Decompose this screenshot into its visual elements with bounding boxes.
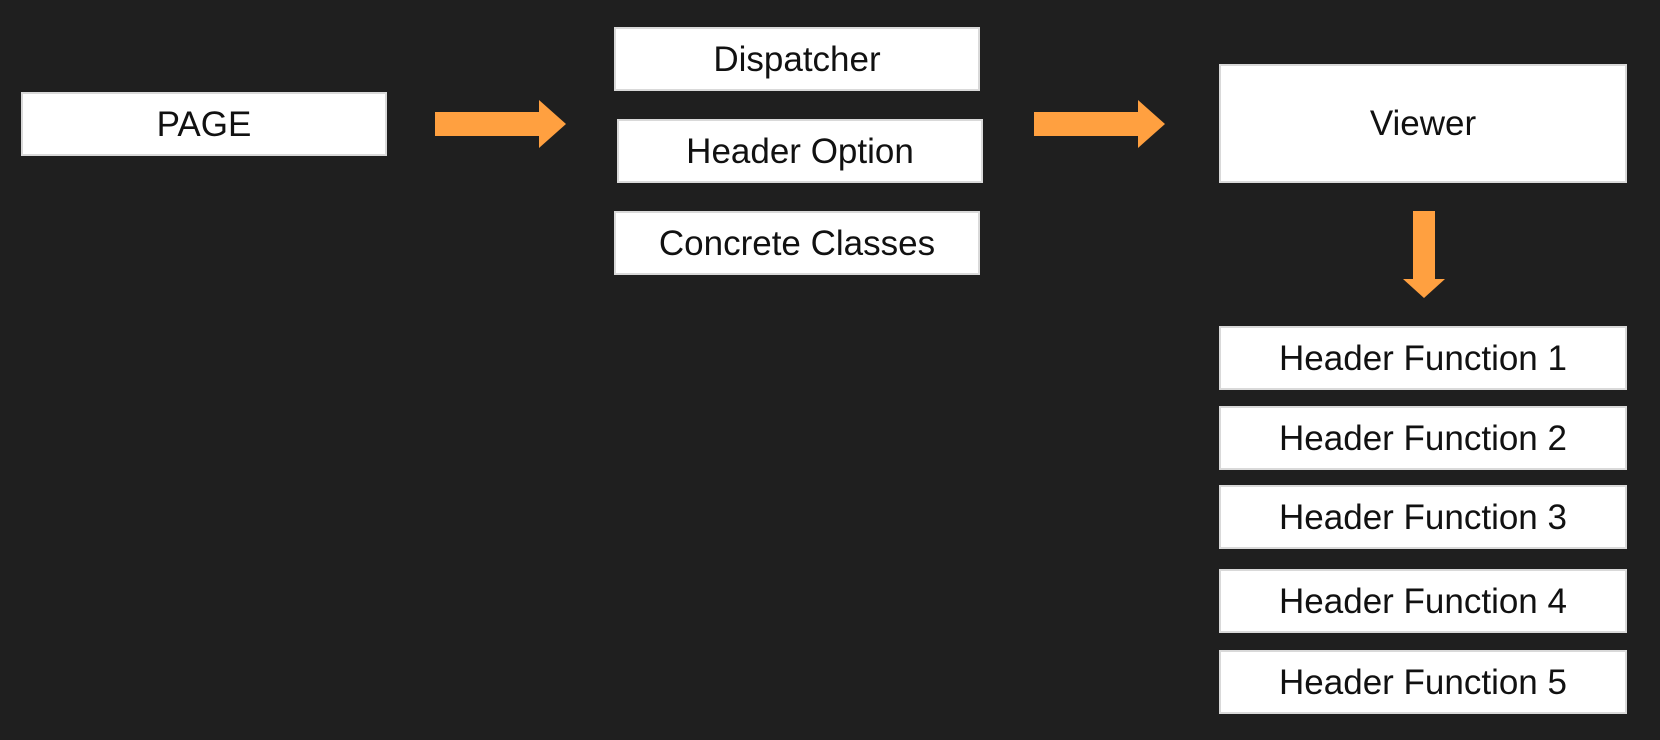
arrow-page-to-dispatcher [435,100,566,148]
node-viewer: Viewer [1219,64,1627,183]
node-page: PAGE [21,92,387,156]
node-header-function-2: Header Function 2 [1219,406,1627,470]
node-header-function-3: Header Function 3 [1219,485,1627,549]
node-header-option: Header Option [617,119,983,183]
node-header-function-1: Header Function 1 [1219,326,1627,390]
arrow-viewer-to-header-functions [1403,211,1445,298]
node-dispatcher: Dispatcher [614,27,980,91]
node-header-function-5: Header Function 5 [1219,650,1627,714]
arrow-dispatcher-to-viewer [1034,100,1165,148]
node-concrete-classes: Concrete Classes [614,211,980,275]
node-header-function-4: Header Function 4 [1219,569,1627,633]
